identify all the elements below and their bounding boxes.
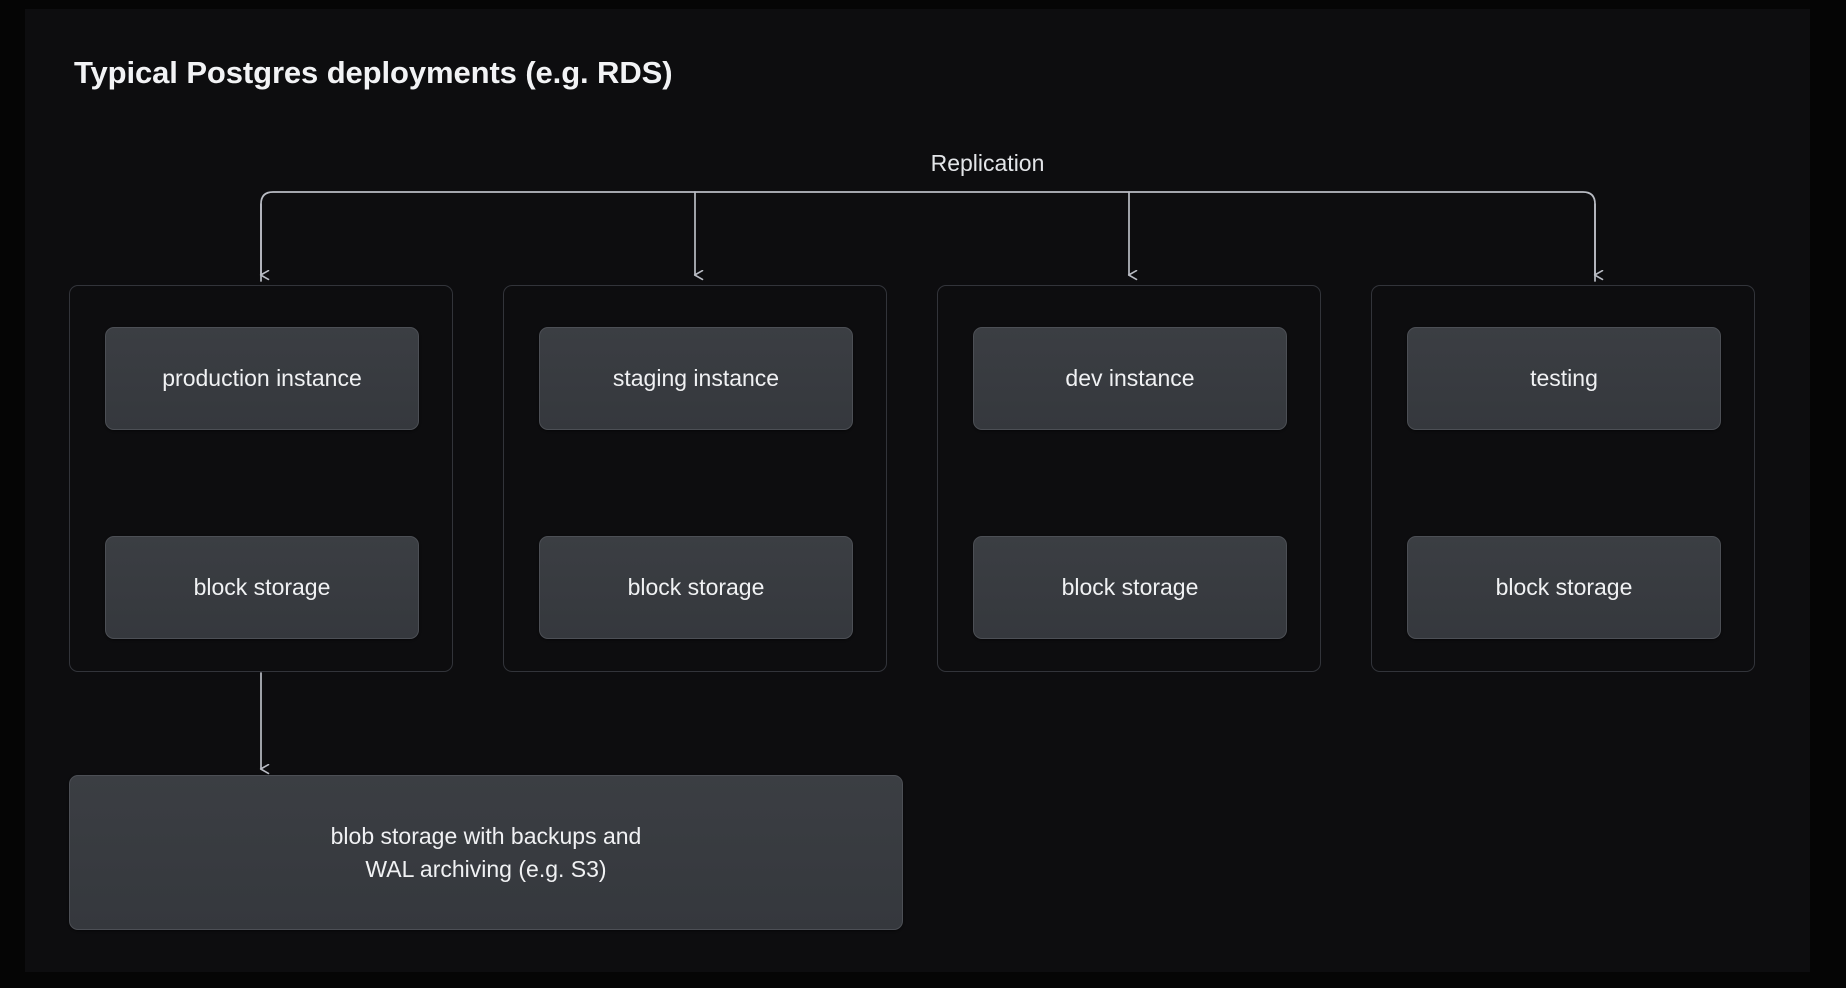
deployment-group-staging: staging instance block storage: [503, 285, 887, 672]
replication-label: Replication: [25, 150, 1810, 177]
node-testing-instance[interactable]: testing: [1407, 327, 1721, 430]
node-block-storage-production[interactable]: block storage: [105, 536, 419, 639]
replication-label-text: Replication: [930, 150, 1045, 176]
node-label: block storage: [193, 573, 331, 600]
diagram-content-panel: Typical Postgres deployments (e.g. RDS) …: [25, 9, 1810, 972]
replication-bus-line: [260, 191, 1596, 282]
node-label: staging instance: [612, 364, 780, 391]
node-label: block storage: [1061, 573, 1199, 600]
node-block-storage-staging[interactable]: block storage: [539, 536, 853, 639]
page-title: Typical Postgres deployments (e.g. RDS): [74, 55, 673, 90]
node-production-instance[interactable]: production instance: [105, 327, 419, 430]
node-dev-instance[interactable]: dev instance: [973, 327, 1287, 430]
node-block-storage-testing[interactable]: block storage: [1407, 536, 1721, 639]
node-staging-instance[interactable]: staging instance: [539, 327, 853, 430]
node-label: dev instance: [1065, 364, 1195, 391]
node-blob-storage[interactable]: blob storage with backups and WAL archiv…: [69, 775, 903, 930]
node-block-storage-dev[interactable]: block storage: [973, 536, 1287, 639]
node-label: production instance: [162, 364, 362, 391]
node-label: testing: [1530, 364, 1598, 391]
deployment-group-testing: testing block storage: [1371, 285, 1755, 672]
node-label: block storage: [627, 573, 765, 600]
deployment-group-production: production instance block storage: [69, 285, 453, 672]
deployment-group-dev: dev instance block storage: [937, 285, 1321, 672]
node-label: blob storage with backups and WAL archiv…: [330, 822, 642, 882]
node-label: block storage: [1495, 573, 1633, 600]
